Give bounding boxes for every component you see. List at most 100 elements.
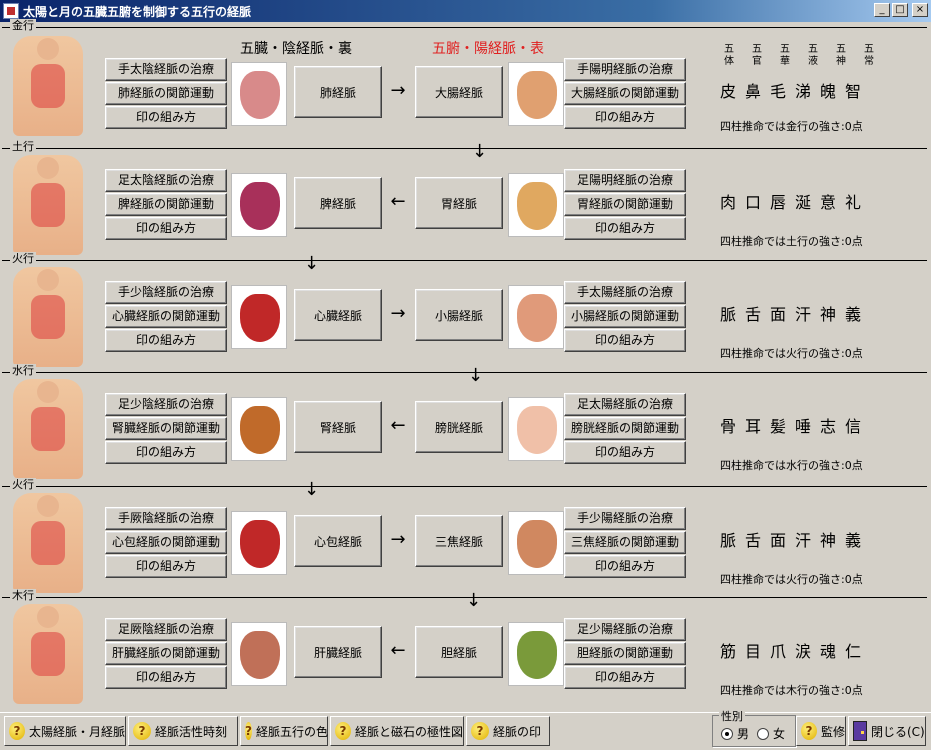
seal-button[interactable]: 印の組み方 [105,329,227,352]
spleen-organ-image [231,173,287,237]
arrow-left-icon: ← [390,191,406,212]
joint-motion-button[interactable]: 肺経脈の関節運動 [105,82,227,105]
treatment-button[interactable]: 手少陰経脈の治療 [105,281,227,304]
maximize-button[interactable]: □ [892,3,908,17]
arrow-left-icon: ← [390,640,406,661]
section-label: 金行 [10,19,36,33]
seal-button[interactable]: 印の組み方 [105,555,227,578]
joint-motion-button[interactable]: 腎臓経脈の関節運動 [105,417,227,440]
fu-meridian-button[interactable]: 膀胱経脈 [415,401,503,453]
category-label: 五官 [752,44,762,67]
stomach-organ-image [508,173,564,237]
arrow-down-icon: ↓ [466,590,482,611]
treatment-button[interactable]: 手太陰経脈の治療 [105,58,227,81]
close-button[interactable]: 閉じる(C) [848,716,926,746]
meridian-active-time-button[interactable]: ? 経脈活性時刻 [128,716,238,746]
seal-button[interactable]: 印の組み方 [564,217,686,240]
zang-column-header: 五臓・陰経脈・裏 [240,41,352,57]
joint-motion-button[interactable]: 心臓経脈の関節運動 [105,305,227,328]
close-window-button[interactable]: × [912,3,928,17]
joint-motion-button[interactable]: 肝臓経脈の関節運動 [105,642,227,665]
seal-button[interactable]: 印の組み方 [564,329,686,352]
treatment-button[interactable]: 手少陽経脈の治療 [564,507,686,530]
help-icon: ? [9,722,25,740]
section-label: 土行 [10,140,36,154]
treatment-button[interactable]: 足少陽経脈の治療 [564,618,686,641]
fu-meridian-button[interactable]: 大腸経脈 [415,66,503,118]
door-exit-icon [853,721,867,741]
arrow-right-icon: → [390,529,406,550]
joint-motion-button[interactable]: 三焦経脈の関節運動 [564,531,686,554]
minimize-button[interactable]: _ [874,3,890,17]
female-radio[interactable] [757,728,769,740]
body-meridian-image [13,267,83,367]
help-icon: ? [801,722,817,740]
category-label: 五常 [864,44,874,67]
gallbladder-organ-image [508,622,564,686]
body-meridian-image [13,604,83,704]
zang-meridian-button[interactable]: 脾経脈 [294,177,382,229]
element-section: 火行手少陰経脈の治療心臓経脈の関節運動印の組み方手太陽経脈の治療小腸経脈の関節運… [2,252,927,372]
seal-button[interactable]: 印の組み方 [105,666,227,689]
seal-button[interactable]: 印の組み方 [105,106,227,129]
zang-meridian-button[interactable]: 心包経脈 [294,515,382,567]
fu-meridian-button[interactable]: 小腸経脈 [415,289,503,341]
arrow-down-icon: ↓ [304,479,320,500]
zang-meridian-button[interactable]: 肺経脈 [294,66,382,118]
joint-motion-button[interactable]: 胆経脈の関節運動 [564,642,686,665]
fu-meridian-button[interactable]: 胆経脈 [415,626,503,678]
button-label: 経脈活性時刻 [155,724,228,739]
treatment-button[interactable]: 手厥陰経脈の治療 [105,507,227,530]
sun-moon-meridian-button[interactable]: ? 太陽経脈・月経脈 [4,716,126,746]
treatment-button[interactable]: 足太陽経脈の治療 [564,393,686,416]
supervise-button[interactable]: ? 監修 [796,716,846,746]
arrow-down-icon: ↓ [468,365,484,386]
meridian-seal-button[interactable]: ? 経脈の印 [466,716,550,746]
treatment-button[interactable]: 足陽明経脈の治療 [564,169,686,192]
joint-motion-button[interactable]: 膀胱経脈の関節運動 [564,417,686,440]
section-label: 木行 [10,589,36,603]
meridian-element-color-button[interactable]: ? 経脈五行の色 [240,716,328,746]
meridian-magnet-polarity-button[interactable]: ? 経脈と磁石の極性図 [330,716,464,746]
zang-meridian-button[interactable]: 腎経脈 [294,401,382,453]
treatment-button[interactable]: 足少陰経脈の治療 [105,393,227,416]
seal-button[interactable]: 印の組み方 [105,217,227,240]
joint-motion-button[interactable]: 小腸経脈の関節運動 [564,305,686,328]
liver-organ-image [231,622,287,686]
seal-button[interactable]: 印の組み方 [564,441,686,464]
triple-burner-organ-image [508,511,564,575]
element-section: 水行足少陰経脈の治療腎臓経脈の関節運動印の組み方足太陽経脈の治療膀胱経脈の関節運… [2,364,927,486]
treatment-button[interactable]: 手陽明経脈の治療 [564,58,686,81]
arrow-down-icon: ↓ [472,141,488,162]
seal-button[interactable]: 印の組み方 [564,106,686,129]
joint-motion-button[interactable]: 大腸経脈の関節運動 [564,82,686,105]
element-strength: 四柱推命では火行の強さ:0点 [720,573,863,586]
help-icon: ? [245,722,252,740]
element-attributes: 筋目爪涙魂仁 [720,642,871,661]
body-meridian-image [13,493,83,593]
joint-motion-button[interactable]: 脾経脈の関節運動 [105,193,227,216]
zang-meridian-button[interactable]: 肝臓経脈 [294,626,382,678]
five-categories-header: 五体五官五華五液五神五常 [720,44,878,68]
button-label: 経脈の印 [493,724,542,739]
male-radio[interactable] [721,728,733,740]
button-label: 太陽経脈・月経脈 [28,724,125,739]
kidney-organ-image [231,397,287,461]
seal-button[interactable]: 印の組み方 [105,441,227,464]
joint-motion-button[interactable]: 胃経脈の関節運動 [564,193,686,216]
treatment-button[interactable]: 足太陰経脈の治療 [105,169,227,192]
element-section: 金行手太陰経脈の治療肺経脈の関節運動印の組み方手陽明経脈の治療大腸経脈の関節運動… [2,19,927,148]
treatment-button[interactable]: 足厥陰経脈の治療 [105,618,227,641]
section-label: 火行 [10,252,36,266]
category-label: 五液 [808,44,818,67]
joint-motion-button[interactable]: 心包経脈の関節運動 [105,531,227,554]
app-icon[interactable] [3,3,19,19]
section-label: 水行 [10,364,36,378]
fu-meridian-button[interactable]: 胃経脈 [415,177,503,229]
fu-meridian-button[interactable]: 三焦経脈 [415,515,503,567]
seal-button[interactable]: 印の組み方 [564,666,686,689]
seal-button[interactable]: 印の組み方 [564,555,686,578]
element-strength: 四柱推命では土行の強さ:0点 [720,235,863,248]
zang-meridian-button[interactable]: 心臓経脈 [294,289,382,341]
treatment-button[interactable]: 手太陽経脈の治療 [564,281,686,304]
